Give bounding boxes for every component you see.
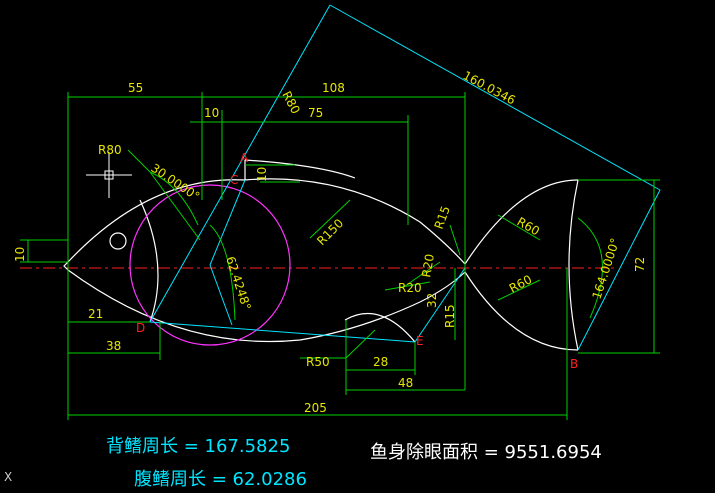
dim-160: 160.0346 (461, 68, 518, 107)
dim-75: 75 (308, 106, 323, 120)
point-a: A (240, 151, 249, 165)
point-d: D (136, 321, 145, 335)
dim-32: 32 (425, 293, 439, 308)
dim-21: 21 (88, 307, 103, 321)
dim-72: 72 (633, 257, 647, 272)
body-area-result: 鱼身除眼面积 = 9551.6954 (370, 442, 602, 463)
dim-28: 28 (373, 355, 388, 369)
point-b: B (570, 357, 578, 371)
dim-r80: R80 (98, 143, 122, 157)
dim-r150: R150 (314, 216, 346, 248)
dim-r60-top: R60 (515, 214, 542, 238)
dim-48: 48 (398, 376, 413, 390)
ventral-fin-perimeter: 腹鳍周长 = 62.0286 (134, 469, 307, 490)
dimension-lines (20, 92, 660, 420)
dim-205: 205 (304, 401, 327, 415)
dim-10-small: 10 (255, 167, 269, 182)
dim-r20-right: R20 (419, 253, 437, 279)
dim-10-top: 10 (204, 106, 219, 120)
dimension-labels: 55 108 10 75 160.0346 R80 R80 30.0000° 1… (13, 68, 647, 415)
dim-108: 108 (322, 81, 345, 95)
construction-lines (149, 4, 661, 351)
dim-38: 38 (106, 339, 121, 353)
dim-r15-bot: R15 (443, 304, 457, 328)
dim-55: 55 (128, 81, 143, 95)
dim-r15-top: R15 (432, 204, 453, 231)
dim-r60-bot: R60 (507, 272, 534, 295)
dim-r20-belly: R20 (398, 281, 422, 295)
crosshair-icon (86, 152, 132, 198)
fish-outline (63, 159, 579, 351)
angle-arcs (149, 171, 603, 321)
construction-circle (129, 184, 291, 346)
dorsal-fin-perimeter: 背鳍周长 = 167.5825 (106, 436, 291, 457)
dim-r50: R50 (306, 355, 330, 369)
dim-r80-top: R80 (279, 89, 302, 116)
dim-10-left: 10 (13, 247, 27, 262)
dim-62deg: 62.4248° (223, 255, 254, 312)
dim-164deg: 164.0000° (590, 236, 623, 300)
fish-eye (109, 232, 127, 250)
ucs-cursor-label: X (4, 470, 13, 484)
point-labels: A C D E B (136, 151, 578, 371)
point-c: C (230, 173, 238, 187)
point-e: E (416, 334, 424, 348)
